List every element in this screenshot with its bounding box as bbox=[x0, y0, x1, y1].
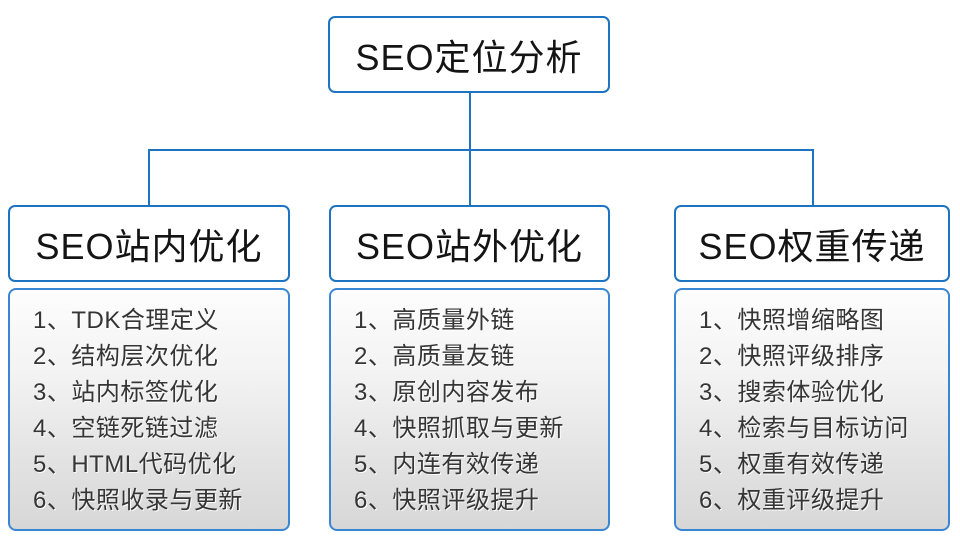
list-item: 3、搜索体验优化 bbox=[699, 379, 885, 406]
connector-drop-branch-2 bbox=[469, 149, 471, 206]
branch-title: SEO权重传递 bbox=[698, 225, 926, 267]
branch-node-offsite-optimization: SEO站外优化 bbox=[329, 205, 610, 282]
connector-drop-branch-1 bbox=[148, 149, 150, 206]
list-item: 1、快照增缩略图 bbox=[699, 307, 885, 334]
list-item: 5、HTML代码优化 bbox=[33, 451, 237, 478]
list-item: 3、原创内容发布 bbox=[354, 379, 540, 406]
branch-panel-offsite-optimization: 1、高质量外链 2、高质量友链 3、原创内容发布 4、快照抓取与更新 5、内连有… bbox=[329, 288, 610, 531]
branch-node-weight-transfer: SEO权重传递 bbox=[674, 205, 950, 282]
list-item: 4、空链死链过滤 bbox=[33, 415, 219, 442]
branch-item-list: 1、高质量外链 2、高质量友链 3、原创内容发布 4、快照抓取与更新 5、内连有… bbox=[354, 303, 600, 519]
list-item: 6、快照评级提升 bbox=[354, 487, 540, 514]
list-item: 1、TDK合理定义 bbox=[33, 307, 219, 334]
list-item: 6、快照收录与更新 bbox=[33, 487, 243, 514]
connector-horizontal-bar bbox=[148, 149, 814, 151]
list-item: 2、结构层次优化 bbox=[33, 343, 219, 370]
branch-title: SEO站外优化 bbox=[355, 225, 584, 267]
list-item: 6、权重评级提升 bbox=[699, 487, 885, 514]
root-node-seo-positioning-analysis: SEO定位分析 bbox=[328, 16, 610, 93]
list-item: 4、快照抓取与更新 bbox=[354, 415, 564, 442]
list-item: 3、站内标签优化 bbox=[33, 379, 219, 406]
list-item: 5、权重有效传递 bbox=[699, 451, 885, 478]
list-item: 2、快照评级排序 bbox=[699, 343, 885, 370]
branch-panel-onsite-optimization: 1、TDK合理定义 2、结构层次优化 3、站内标签优化 4、空链死链过滤 5、H… bbox=[8, 288, 290, 531]
root-node-title: SEO定位分析 bbox=[355, 36, 583, 78]
connector-drop-branch-3 bbox=[812, 149, 814, 206]
branch-title: SEO站内优化 bbox=[35, 225, 263, 267]
list-item: 1、高质量外链 bbox=[354, 307, 515, 334]
branch-item-list: 1、TDK合理定义 2、结构层次优化 3、站内标签优化 4、空链死链过滤 5、H… bbox=[33, 303, 280, 519]
list-item: 2、高质量友链 bbox=[354, 343, 515, 370]
list-item: 4、检索与目标访问 bbox=[699, 415, 909, 442]
list-item: 5、内连有效传递 bbox=[354, 451, 540, 478]
branch-item-list: 1、快照增缩略图 2、快照评级排序 3、搜索体验优化 4、检索与目标访问 5、权… bbox=[699, 303, 940, 519]
connector-root-vertical bbox=[469, 92, 471, 150]
branch-panel-weight-transfer: 1、快照增缩略图 2、快照评级排序 3、搜索体验优化 4、检索与目标访问 5、权… bbox=[674, 288, 950, 531]
branch-node-onsite-optimization: SEO站内优化 bbox=[8, 205, 290, 282]
